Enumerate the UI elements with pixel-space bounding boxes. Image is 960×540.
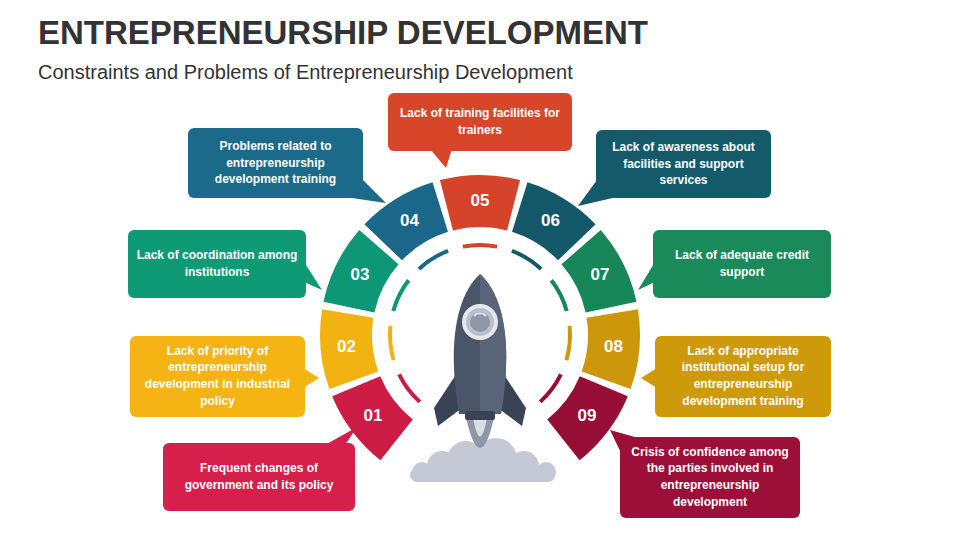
porthole (464, 306, 496, 338)
callout-box: Lack of priority of entrepreneurship dev… (130, 336, 305, 417)
flame (473, 418, 487, 437)
inner-arc (566, 326, 570, 360)
callout-tail (303, 368, 319, 388)
callout-text: Lack of adequate credit support (661, 247, 823, 280)
inner-arc (551, 280, 566, 311)
flame (466, 418, 494, 448)
subtitle: Constraints and Problems of Entrepreneur… (38, 61, 573, 84)
callout-number: 02 (337, 337, 356, 357)
cloud (536, 462, 556, 482)
inner-arc (390, 326, 394, 360)
callout-tail (304, 262, 322, 290)
rocket-body (454, 274, 506, 414)
segment-fill (582, 309, 640, 389)
ring-segment: 07 (560, 229, 638, 314)
nozzle (465, 411, 495, 420)
segment-fill (320, 309, 378, 389)
segment-fill (562, 230, 637, 313)
inner-arc (540, 374, 561, 401)
porthole-glass (470, 312, 490, 332)
callout-box: Lack of appropriate institutional setup … (655, 336, 831, 417)
inner-arc (463, 245, 497, 247)
callout-text: Crisis of confidence among the parties i… (628, 444, 792, 510)
callout-number: 01 (364, 406, 383, 426)
callout-number: 04 (400, 211, 419, 231)
inner-arc (512, 251, 541, 269)
callout-number: 03 (351, 265, 370, 285)
inner-arc (399, 374, 420, 401)
callout-text: Lack of training facilities for trainers (396, 105, 564, 138)
inner-arc (419, 251, 448, 269)
callout-number: 06 (541, 211, 560, 231)
ring-segment: 08 (580, 308, 641, 391)
rocket-illustration (410, 274, 556, 482)
callout-box: Lack of training facilities for trainers (388, 93, 572, 151)
callout-text: Lack of priority of entrepreneurship dev… (138, 343, 297, 409)
callout-number: 08 (604, 337, 623, 357)
callout-box: Lack of awareness about facilities and s… (596, 130, 771, 198)
ring-segment: 05 (438, 174, 522, 232)
callout-number: 05 (471, 191, 490, 211)
callout-number: 09 (578, 406, 597, 426)
ring-segment: 09 (546, 375, 629, 462)
callout-text: Problems related to entrepreneurship dev… (196, 138, 355, 188)
porthole-glint (474, 313, 486, 316)
callout-box: Lack of coordination among institutions (128, 230, 306, 298)
callout-box: Crisis of confidence among the parties i… (620, 437, 800, 518)
callout-box: Lack of adequate credit support (653, 230, 831, 298)
callout-text: Lack of appropriate institutional setup … (663, 343, 823, 409)
ring-segment: 02 (319, 308, 380, 391)
rocket-shade (480, 274, 506, 414)
callout-text: Lack of coordination among institutions (136, 247, 298, 280)
cloud (509, 451, 539, 481)
segment-fill (547, 376, 628, 460)
callout-number: 07 (590, 265, 609, 285)
ring-segment: 04 (363, 181, 449, 262)
segment-fill (364, 182, 448, 260)
callout-box: Problems related to entrepreneurship dev… (188, 128, 363, 198)
callout-text: Frequent changes of government and its p… (171, 460, 347, 493)
inner-arc (393, 280, 408, 311)
callout-tail (430, 149, 452, 168)
callout-text: Lack of awareness about facilities and s… (604, 139, 763, 189)
callout-box: Frequent changes of government and its p… (163, 443, 355, 511)
title: ENTREPRENEURSHIP DEVELOPMENT (38, 14, 648, 52)
segment-fill (440, 175, 520, 230)
